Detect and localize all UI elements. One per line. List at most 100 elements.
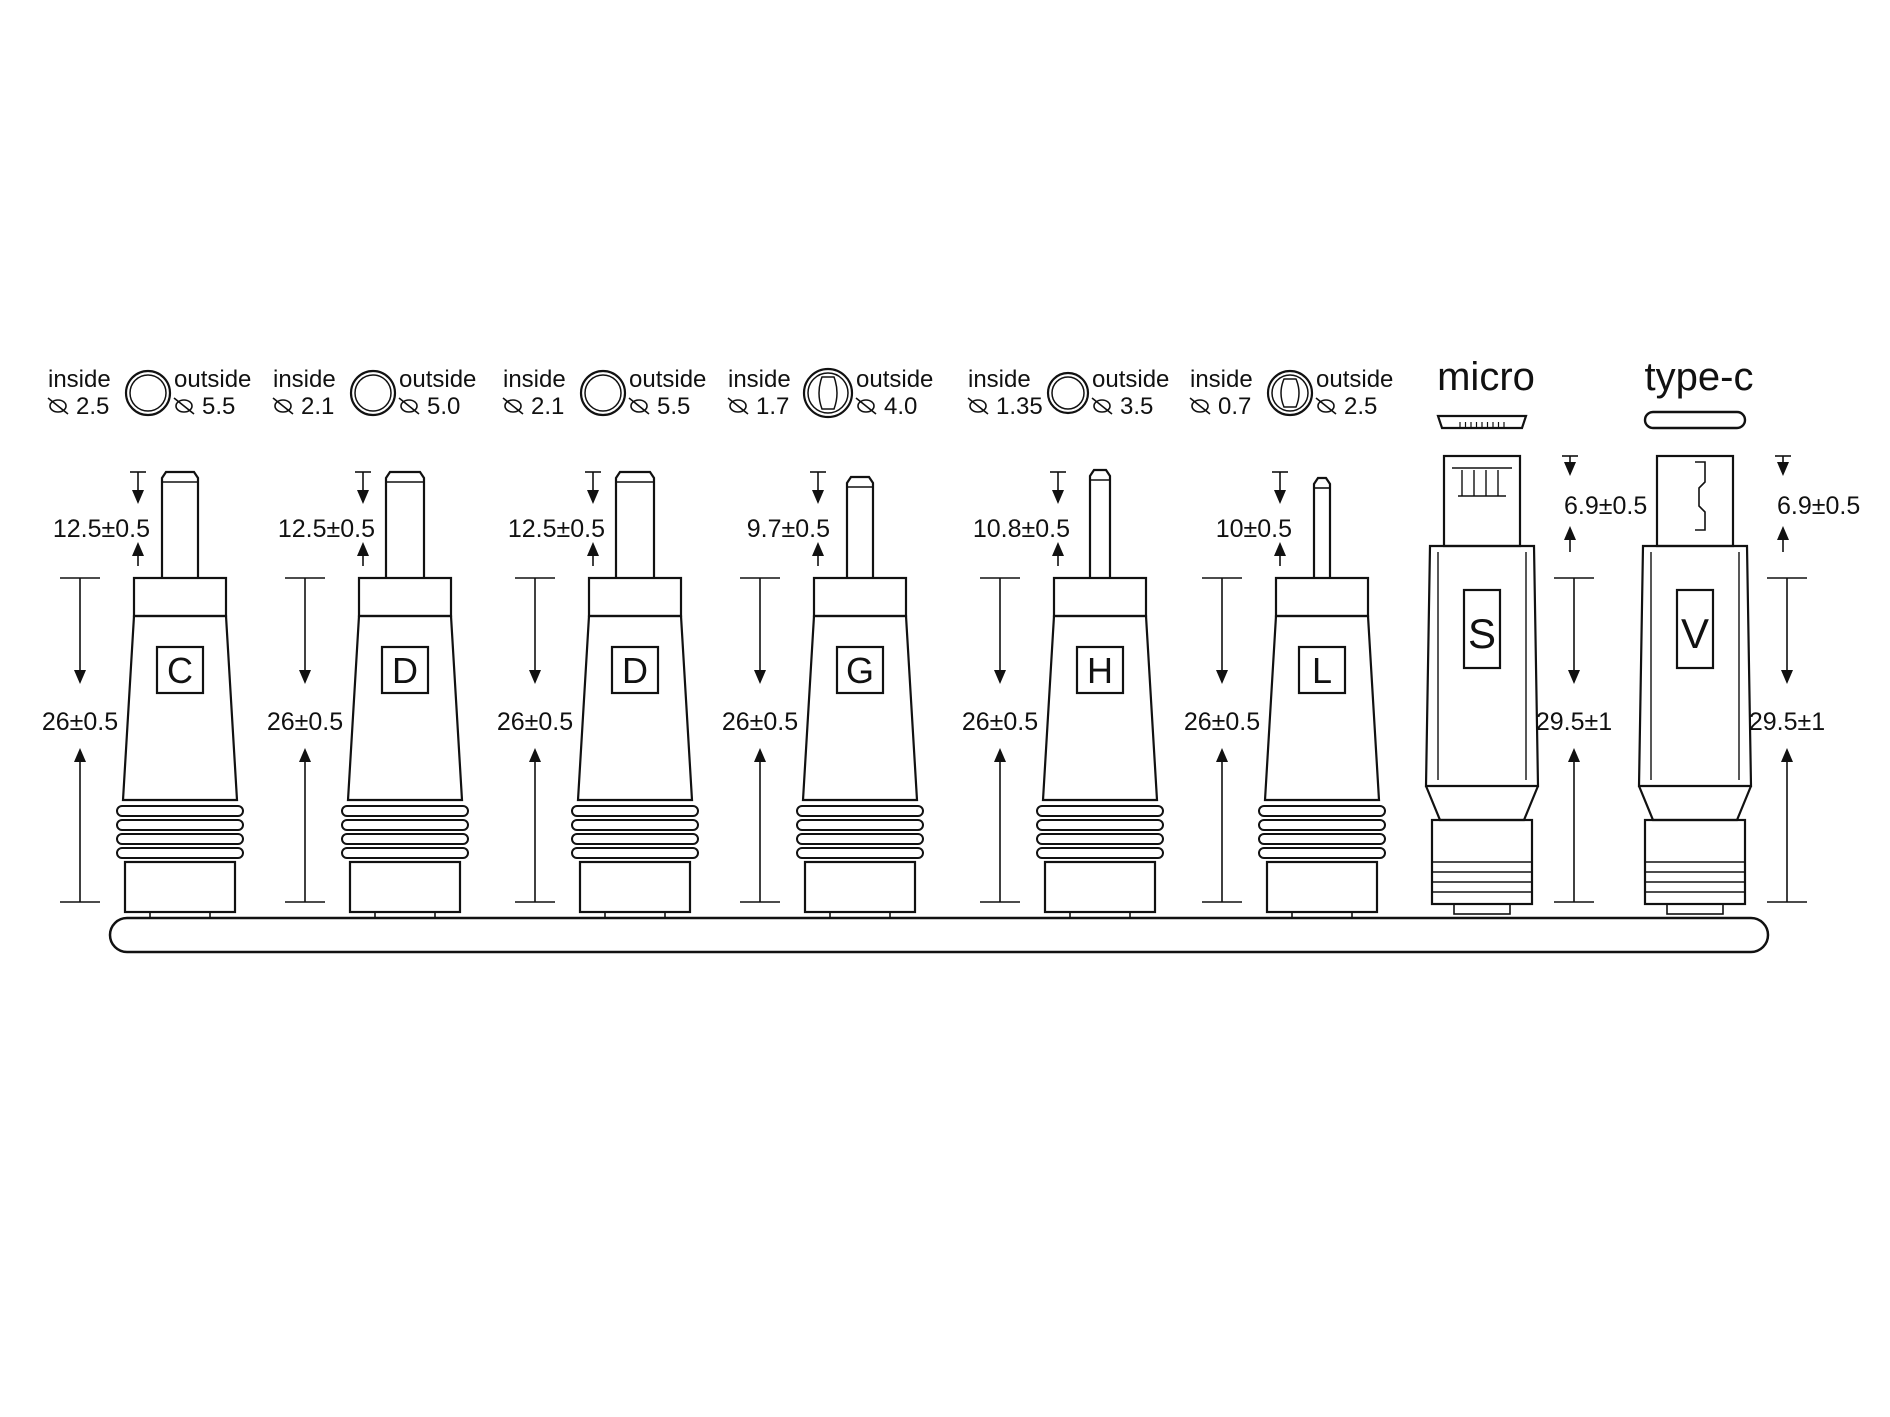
connector-pin	[1312, 476, 1332, 578]
tip-length-label: 6.9±0.5	[1777, 492, 1860, 520]
body-length-label: 26±0.5	[1184, 708, 1260, 736]
outside-label: outside	[174, 366, 251, 393]
connector-foot	[1069, 911, 1131, 919]
diameter-symbol-icon	[502, 397, 524, 415]
letter-box	[1675, 588, 1715, 670]
outside-diameter-value: 5.5	[657, 393, 690, 420]
inside-label: inside	[1190, 366, 1253, 393]
diameter-symbol-icon	[1315, 397, 1337, 415]
connector-sleeve	[1265, 860, 1379, 914]
connector-foot	[604, 911, 666, 919]
connector-letter: H	[1087, 650, 1113, 691]
pin-length-label: 12.5±0.5	[53, 515, 150, 543]
pin-length-label: 12.5±0.5	[508, 515, 605, 543]
outside-label: outside	[399, 366, 476, 393]
body-length-label: 26±0.5	[962, 708, 1038, 736]
body-length-label: 26±0.5	[722, 708, 798, 736]
outside-label: outside	[629, 366, 706, 393]
body-length-label: 29.5±1	[1536, 708, 1612, 736]
grip-ring	[1258, 833, 1386, 845]
arrow-up-icon	[587, 542, 599, 556]
connector-body	[346, 614, 464, 802]
body-length-label: 26±0.5	[267, 708, 343, 736]
connector-sleeve	[578, 860, 692, 914]
usb-plug-tip	[1442, 454, 1522, 548]
connector-body	[1041, 614, 1159, 802]
outside-label: outside	[1092, 366, 1169, 393]
diameter-symbol-icon	[628, 397, 650, 415]
arrow-up-icon	[529, 748, 541, 762]
arrow-down-icon	[299, 670, 311, 684]
grip-ring	[341, 819, 469, 831]
outside-diameter-value: 2.5	[1344, 393, 1377, 420]
arrow-up-icon	[754, 748, 766, 762]
grip-ring	[341, 847, 469, 859]
connector-pin	[384, 470, 426, 578]
arrow-down-icon	[1564, 462, 1576, 476]
letter-box	[835, 645, 885, 695]
arrow-up-icon	[1216, 748, 1228, 762]
arrow-down-icon	[529, 670, 541, 684]
connector-letter: L	[1312, 650, 1332, 691]
inside-diameter-value: 0.7	[1218, 393, 1251, 420]
connector-body	[121, 614, 239, 802]
grip-ring	[116, 847, 244, 859]
grip-ring	[1258, 819, 1386, 831]
plug-detail	[1695, 461, 1706, 531]
usb-plug-tip	[1655, 454, 1735, 548]
usb-letter: S	[1468, 610, 1496, 657]
usb-collar	[1637, 785, 1753, 822]
diameter-symbol-icon	[1091, 397, 1113, 415]
inside-label: inside	[273, 366, 336, 393]
grip-ring	[571, 805, 699, 817]
connector-sleeve	[803, 860, 917, 914]
letter-box	[1297, 645, 1347, 695]
arrow-up-icon	[994, 748, 1006, 762]
letter-box	[1462, 588, 1502, 670]
arrow-down-icon	[994, 670, 1006, 684]
arrow-up-icon	[1568, 748, 1580, 762]
cross-section-icon	[579, 369, 627, 417]
cross-section-icon	[802, 367, 854, 419]
arrow-up-icon	[1564, 526, 1576, 540]
grip-ring	[796, 819, 924, 831]
arrow-down-icon	[1052, 490, 1064, 504]
arrow-down-icon	[1781, 670, 1793, 684]
connector-foot	[829, 911, 891, 919]
inside-label: inside	[48, 366, 111, 393]
arrow-down-icon	[587, 490, 599, 504]
connector-letter: G	[846, 650, 874, 691]
inside-diameter-value: 2.5	[76, 393, 109, 420]
inside-diameter-value: 1.35	[996, 393, 1043, 420]
letter-box	[610, 645, 660, 695]
body-length-label: 26±0.5	[497, 708, 573, 736]
connector-foot	[374, 911, 436, 919]
grip-ring	[341, 833, 469, 845]
inside-label: inside	[968, 366, 1031, 393]
grip-ring	[116, 805, 244, 817]
connector-pin	[160, 470, 200, 578]
grip-ring	[1036, 833, 1164, 845]
arrow-up-icon	[132, 542, 144, 556]
arrow-up-icon	[1781, 748, 1793, 762]
arrow-down-icon	[1274, 490, 1286, 504]
letter-box	[380, 645, 430, 695]
grip-ring	[796, 805, 924, 817]
outside-label: outside	[1316, 366, 1393, 393]
diameter-symbol-icon	[727, 397, 749, 415]
diameter-symbol-icon	[173, 397, 195, 415]
inside-diameter-value: 1.7	[756, 393, 789, 420]
connector-hub	[132, 576, 228, 618]
connector-foot	[149, 911, 211, 919]
grip-ring	[116, 833, 244, 845]
inside-diameter-value: 2.1	[301, 393, 334, 420]
connector-pin	[614, 470, 656, 578]
diameter-symbol-icon	[855, 397, 877, 415]
pin-length-label: 9.7±0.5	[747, 515, 830, 543]
